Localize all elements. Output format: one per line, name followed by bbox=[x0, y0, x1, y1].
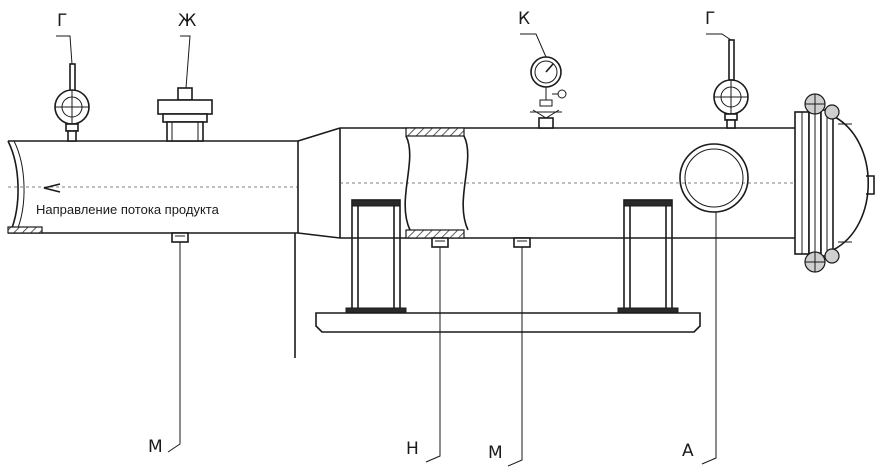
pressure-gauge bbox=[530, 56, 567, 129]
callout-gauge-left: Г bbox=[57, 11, 67, 31]
callout-manhole: А bbox=[682, 441, 694, 461]
flow-direction-label: Направление потока продукта bbox=[36, 202, 220, 217]
callout-gauge-right: Г bbox=[705, 9, 715, 29]
callout-drain-left: М bbox=[148, 437, 163, 457]
vessel-body bbox=[339, 127, 795, 239]
manhole bbox=[679, 143, 749, 213]
drain-nozzle-center bbox=[431, 237, 449, 248]
thermometer-left bbox=[54, 63, 90, 142]
callout-hatch: Ж bbox=[178, 11, 196, 31]
drain-nozzle-left bbox=[171, 232, 189, 243]
flow-direction: Направление потока продукта bbox=[36, 183, 220, 217]
callout-drain-center: Н bbox=[406, 439, 419, 459]
base-plate bbox=[315, 312, 701, 333]
callout-pressure-gauge: К bbox=[518, 9, 530, 29]
drain-nozzle-right bbox=[513, 237, 531, 248]
inlet-pipe bbox=[7, 140, 298, 234]
support-left bbox=[345, 199, 407, 314]
end-closure bbox=[794, 93, 875, 273]
reducer bbox=[294, 127, 341, 358]
leader-lines bbox=[56, 33, 732, 467]
thermometer-right bbox=[713, 39, 749, 129]
callout-drain-right: М bbox=[488, 443, 503, 463]
hatch-fitting bbox=[157, 87, 213, 142]
support-right bbox=[617, 199, 679, 314]
